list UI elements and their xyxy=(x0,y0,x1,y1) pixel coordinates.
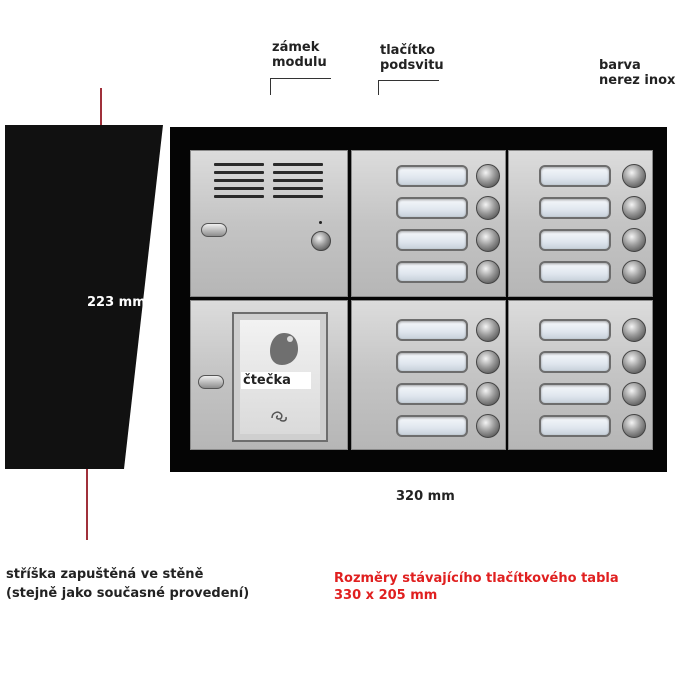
call-button[interactable] xyxy=(476,260,500,284)
reader-label: čtečka xyxy=(241,372,311,389)
height-dimension: 223 mm xyxy=(87,295,146,310)
button-module-bottom-right xyxy=(508,300,653,450)
indicator-led xyxy=(319,221,322,224)
call-button[interactable] xyxy=(476,350,500,374)
screw-icon xyxy=(198,375,224,389)
name-label-window xyxy=(396,197,468,219)
name-label-window xyxy=(396,319,468,341)
name-label-window xyxy=(539,165,611,187)
name-label-window xyxy=(539,319,611,341)
name-label-window xyxy=(539,197,611,219)
camera-lens-icon xyxy=(311,231,331,251)
call-button[interactable] xyxy=(476,382,500,406)
backlight-button-label: tlačítko podsvitu xyxy=(380,43,444,73)
button-module-bottom-center xyxy=(351,300,506,450)
call-button[interactable] xyxy=(476,196,500,220)
rfid-tag-icon xyxy=(270,333,298,365)
call-button[interactable] xyxy=(622,196,646,220)
name-label-window xyxy=(539,351,611,373)
call-button[interactable] xyxy=(476,228,500,252)
call-button[interactable] xyxy=(476,164,500,188)
name-label-window xyxy=(396,229,468,251)
color-label: barva nerez inox xyxy=(599,58,676,88)
width-dimension: 320 mm xyxy=(396,489,455,504)
call-button[interactable] xyxy=(622,164,646,188)
current-panel-note: Rozměry stávajícího tlačítkového tabla 3… xyxy=(334,571,619,603)
name-label-window xyxy=(539,229,611,251)
lock-module-label: zámek modulu xyxy=(272,40,327,70)
screw-icon xyxy=(201,223,227,237)
lock-module-pointer xyxy=(270,78,331,95)
call-button[interactable] xyxy=(622,382,646,406)
name-label-window xyxy=(396,165,468,187)
button-module-top-right xyxy=(508,150,653,297)
call-button[interactable] xyxy=(622,318,646,342)
speaker-module xyxy=(190,150,348,297)
button-module-top-center xyxy=(351,150,506,297)
call-button[interactable] xyxy=(622,228,646,252)
hood-note: stříška zapuštěná ve stěně (stejně jako … xyxy=(6,567,250,601)
call-button[interactable] xyxy=(476,318,500,342)
name-label-window xyxy=(396,383,468,405)
name-label-window xyxy=(396,415,468,437)
call-button[interactable] xyxy=(622,350,646,374)
backlight-button-pointer xyxy=(378,80,439,95)
call-button[interactable] xyxy=(622,260,646,284)
name-label-window xyxy=(396,261,468,283)
fingerprint-icon xyxy=(271,411,287,422)
name-label-window xyxy=(539,415,611,437)
call-button[interactable] xyxy=(476,414,500,438)
name-label-window xyxy=(539,383,611,405)
call-button[interactable] xyxy=(622,414,646,438)
name-label-window xyxy=(396,351,468,373)
name-label-window xyxy=(539,261,611,283)
